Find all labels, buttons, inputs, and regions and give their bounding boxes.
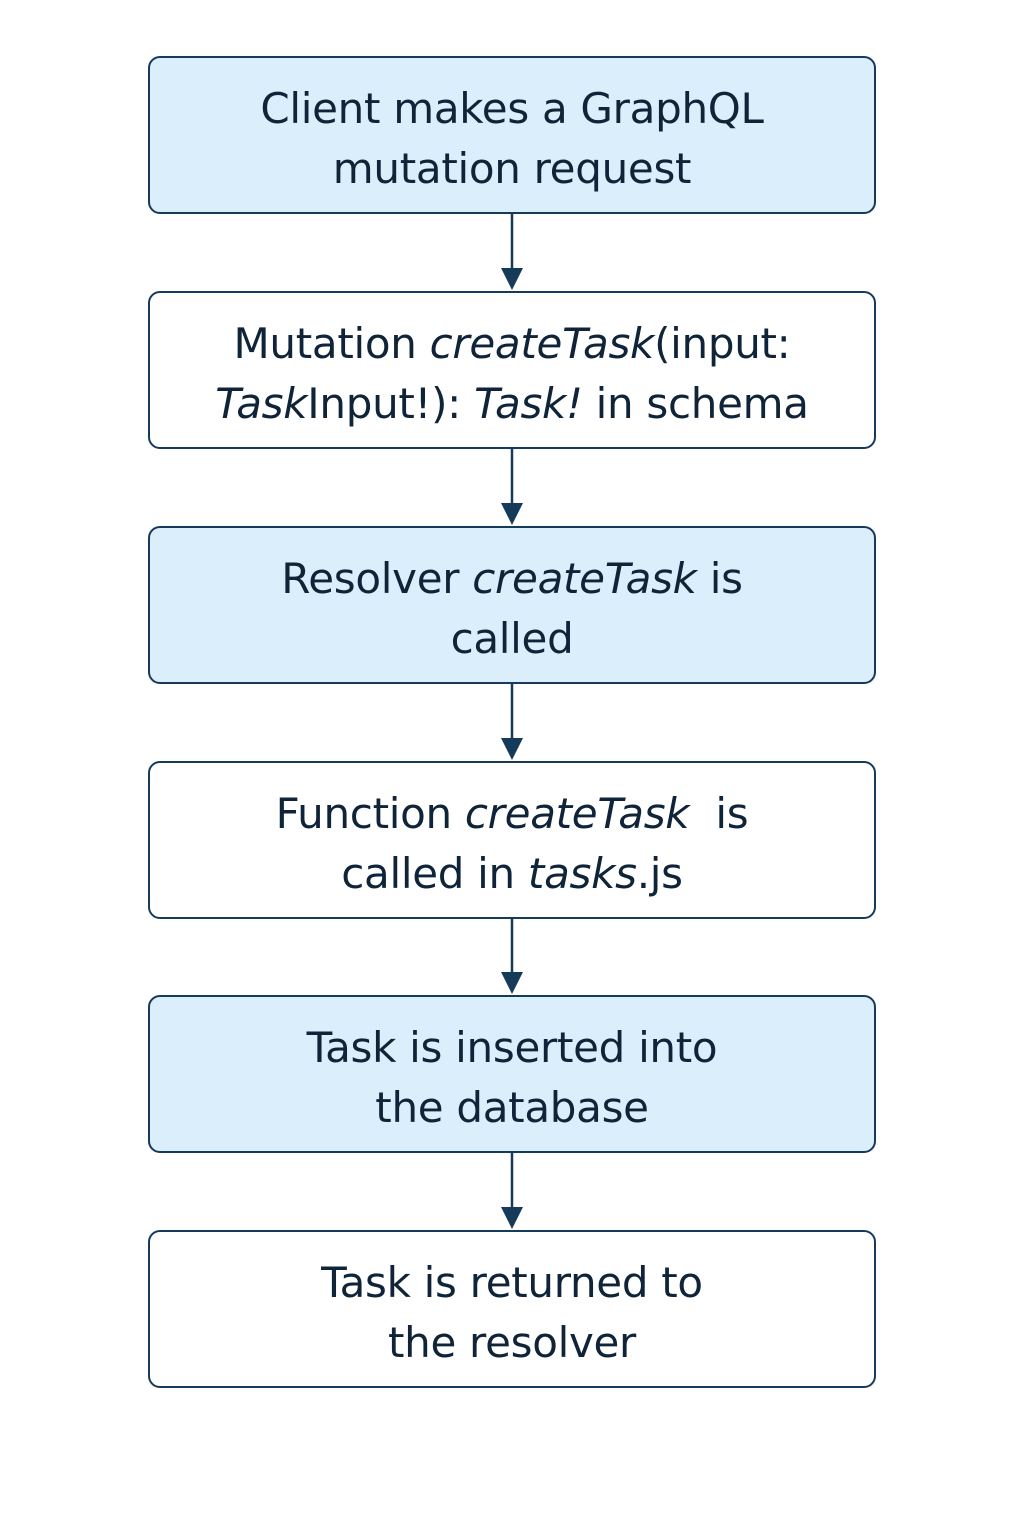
step-task-inserted: Task is inserted into the database bbox=[148, 995, 876, 1153]
step-resolver-called-line-1: Resolver createTask is bbox=[281, 554, 743, 603]
step-resolver-called-line-2: called bbox=[450, 614, 574, 663]
step-task-returned: Task is returned to the resolver bbox=[148, 1230, 876, 1388]
arrow-1-to-2 bbox=[501, 214, 523, 290]
step-client-request-line-1: Client makes a GraphQL bbox=[260, 84, 764, 133]
arrow-3-to-4 bbox=[501, 684, 523, 760]
step-function-called-line-1: Function createTask is bbox=[275, 789, 749, 838]
step-function-called-line-2: called in tasks.js bbox=[341, 849, 683, 898]
arrow-2-to-3 bbox=[501, 449, 523, 525]
step-task-returned-line-1: Task is returned to bbox=[321, 1258, 703, 1307]
step-client-request: Client makes a GraphQL mutation request bbox=[148, 56, 876, 214]
step-resolver-called: Resolver createTask is called bbox=[148, 526, 876, 684]
step-task-inserted-line-2: the database bbox=[375, 1083, 649, 1132]
step-function-called: Function createTask is called in tasks.j… bbox=[148, 761, 876, 919]
arrow-5-to-6 bbox=[501, 1153, 523, 1229]
step-task-returned-line-2: the resolver bbox=[387, 1318, 637, 1367]
step-schema-mutation-line-2: TaskInput!): Task! in schema bbox=[215, 379, 809, 428]
arrow-4-to-5 bbox=[501, 919, 523, 994]
step-client-request-line-2: mutation request bbox=[332, 144, 692, 193]
step-task-inserted-line-1: Task is inserted into bbox=[306, 1023, 718, 1072]
step-schema-mutation-line-1: Mutation createTask(input: bbox=[233, 319, 791, 368]
step-schema-mutation: Mutation createTask(input: TaskInput!): … bbox=[148, 291, 876, 449]
